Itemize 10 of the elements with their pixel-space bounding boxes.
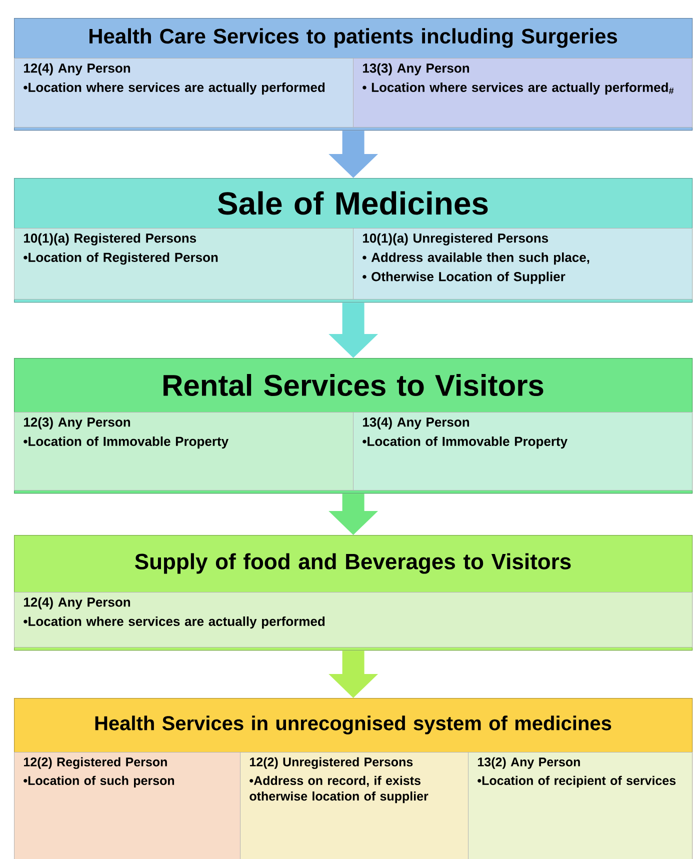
text-cell: 13(4) Any Person •Location of Immovable Property <box>353 412 692 490</box>
text-cell: 12(4) Any Person •Location where services are actually performed <box>14 592 692 648</box>
text-cell: 12(3) Any Person •Location of Immovable Property <box>14 412 354 490</box>
text-cell: 12(2) Unregistered Persons •Address on record, if exists otherwise location of supplier <box>240 752 468 859</box>
text-cell: 13(2) Any Person •Location of recipient of services <box>468 752 692 859</box>
text-cell: 12(2) Registered Person •Location of such person <box>14 752 240 859</box>
text-cell: 10(1)(a) Unregistered Persons • Address available then such place, • Otherwise Location of Supplier <box>353 228 692 300</box>
text-cell: 10(1)(a) Registered Persons •Location of Registered Person <box>14 228 354 300</box>
text-cell: 12(4) Any Person •Location where services are actually performed <box>14 58 354 128</box>
text-cell: 13(3) Any Person • Location where services are actually performed$_{#}$ <box>353 58 692 128</box>
